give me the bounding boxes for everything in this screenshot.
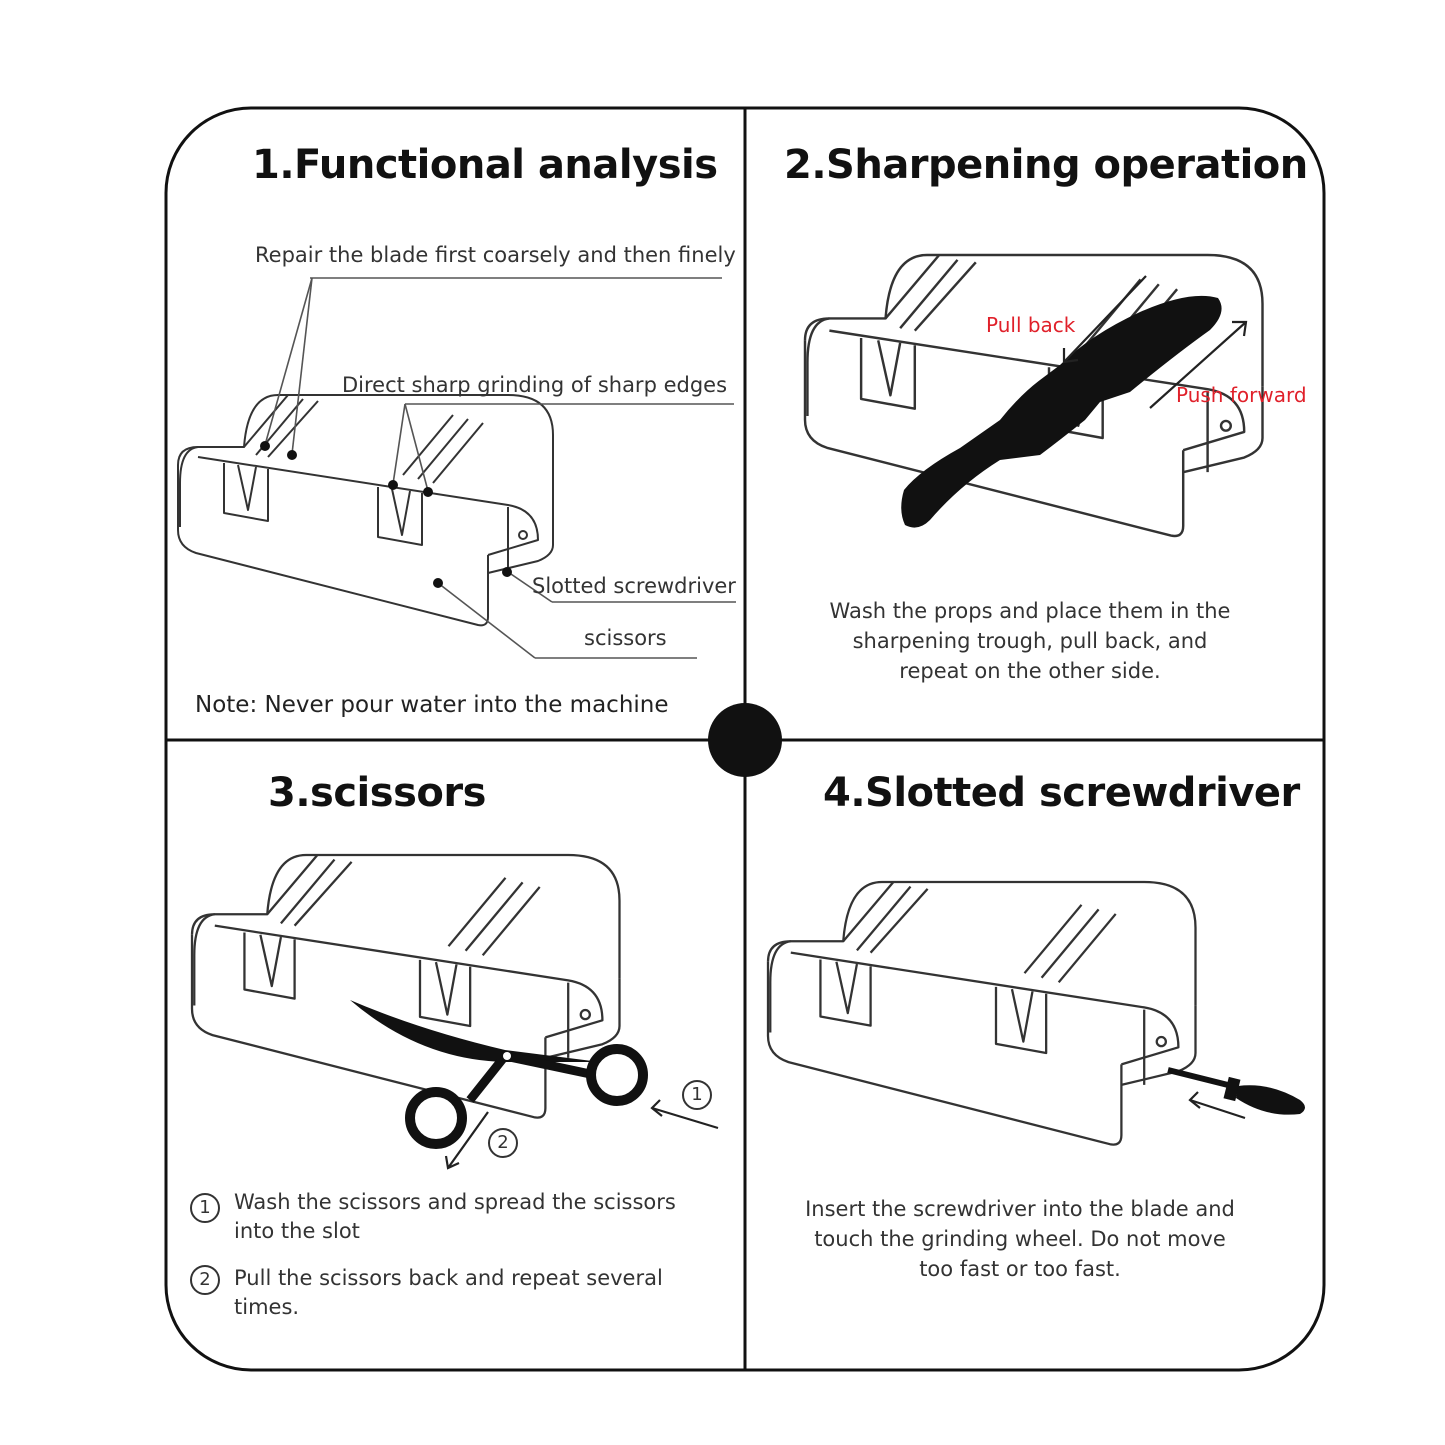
label-slotted-screwdriver: Slotted screwdriver [532, 574, 736, 598]
screwdriver-icon [1167, 1067, 1305, 1115]
direction-arrows [1062, 275, 1248, 409]
marker-2-icon: 2 [488, 1128, 518, 1158]
step-1-number: 1 [190, 1193, 220, 1223]
scissors-direction-arrows [444, 1099, 719, 1170]
panel-3-title: 3.scissors [268, 770, 486, 816]
note-text: Note: Never pour water into the machine [195, 692, 669, 718]
panel-1-sharpener-illustration [177, 394, 554, 627]
panel-2-title: 2.Sharpening operation [784, 142, 1308, 188]
center-dot [708, 703, 782, 777]
panel-4-sharpener-illustration [766, 880, 1197, 1146]
marker-1-icon: 1 [682, 1080, 712, 1110]
label-push-forward: Push forward [1176, 383, 1307, 407]
step-1-text: Wash the scissors and spread the scissor… [234, 1190, 676, 1243]
label-scissors: scissors [584, 626, 667, 650]
panel-4-title: 4.Slotted screwdriver [823, 770, 1300, 816]
knife-icon [901, 295, 1222, 528]
step-2-text: Pull the scissors back and repeat severa… [234, 1266, 663, 1319]
panel-1-callout-dots [260, 441, 512, 588]
screwdriver-direction-arrow [1188, 1091, 1246, 1120]
scissors-icon [350, 1000, 648, 1149]
panel-1-title: 1.Functional analysis [252, 142, 718, 188]
label-repair-blade: Repair the blade first coarsely and then… [255, 243, 736, 267]
panel-3-sharpener-illustration [190, 853, 621, 1119]
label-direct-grinding: Direct sharp grinding of sharp edges [342, 373, 728, 397]
panel-2-description: Wash the props and place them in the sha… [829, 599, 1231, 683]
step-2-number: 2 [190, 1265, 220, 1295]
label-pull-back: Pull back [986, 313, 1076, 337]
panel-4-description: Insert the screwdriver into the blade an… [805, 1197, 1235, 1281]
panel-1-callout-lines [264, 277, 736, 659]
